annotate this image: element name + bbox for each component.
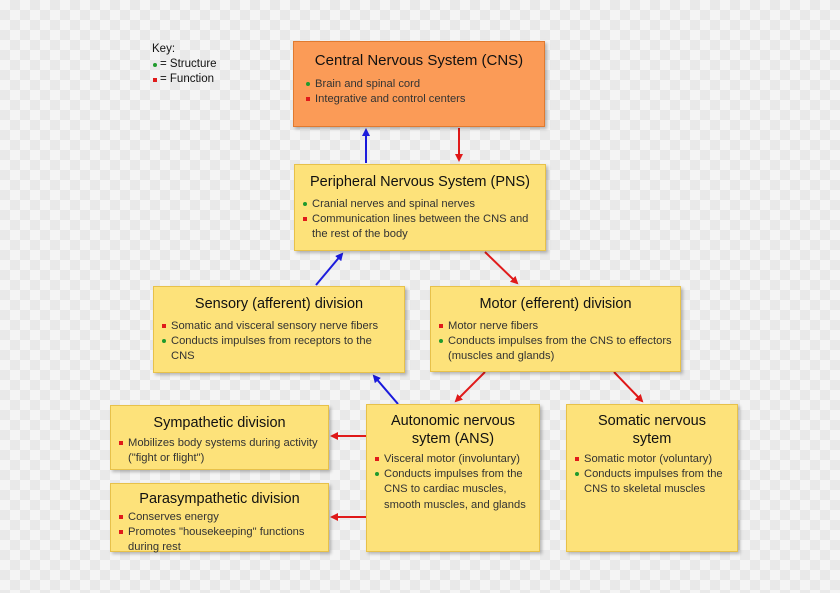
somatic-title: Somatic nervous sytem xyxy=(598,413,706,448)
cns-box: Central Nervous System (CNS) Brain and s… xyxy=(293,41,545,127)
somatic-item: Conducts impulses from the CNS to skelet… xyxy=(575,467,729,497)
motor-title: Motor (efferent) division xyxy=(479,296,632,312)
legend-heading: Key: xyxy=(152,43,176,55)
parasympathetic-title: Parasympathetic division xyxy=(139,491,300,507)
ans-title: Autonomic nervous sytem (ANS) xyxy=(390,413,516,448)
legend-structure: = Structure xyxy=(152,57,217,72)
parasympathetic-item: Conserves energy xyxy=(119,510,320,525)
cns-title: Central Nervous System (CNS) xyxy=(314,52,524,69)
legend-structure-label: = Structure xyxy=(160,57,217,70)
sensory-title: Sensory (afferent) division xyxy=(194,296,364,312)
parasympathetic-division-box: Parasympathetic division Conserves energ… xyxy=(110,483,329,555)
structure-bullet-icon xyxy=(153,62,157,67)
ans-box: Autonomic nervous sytem (ANS) Visceral m… xyxy=(366,404,540,552)
legend: Key: = Structure = Function xyxy=(152,42,217,87)
legend-function-label: = Function xyxy=(160,72,215,85)
motor-item: Conducts impulses from the CNS to effect… xyxy=(439,334,672,364)
arrow-ans-to-sensory xyxy=(372,374,399,405)
cns-item: Integrative and control centers xyxy=(306,92,532,107)
pns-box: Peripheral Nervous System (PNS) Cranial … xyxy=(294,164,546,251)
sympathetic-item: Mobilizes body systems during activity (… xyxy=(119,436,320,466)
arrow-motor-to-ans xyxy=(454,371,486,403)
motor-item: Motor nerve fibers xyxy=(439,319,672,334)
parasympathetic-item: Promotes "housekeeping" functions during… xyxy=(119,525,320,555)
arrow-pns-to-motor xyxy=(484,251,519,285)
sympathetic-division-box: Sympathetic division Mobilizes body syst… xyxy=(110,405,329,470)
arrow-motor-to-somatic xyxy=(613,371,644,403)
somatic-system-box: Somatic nervous sytem Somatic motor (vol… xyxy=(566,404,738,552)
pns-item: Communication lines between the CNS and … xyxy=(303,212,537,242)
somatic-item: Somatic motor (voluntary) xyxy=(575,452,729,467)
motor-division-box: Motor (efferent) division Motor nerve fi… xyxy=(430,286,681,372)
cns-item: Brain and spinal cord xyxy=(306,77,532,92)
ans-item: Visceral motor (involuntary) xyxy=(375,452,531,467)
legend-function: = Function xyxy=(152,72,217,87)
sympathetic-title: Sympathetic division xyxy=(153,415,286,431)
pns-item: Cranial nerves and spinal nerves xyxy=(303,197,537,212)
function-bullet-icon xyxy=(153,77,157,82)
sensory-item: Somatic and visceral sensory nerve fiber… xyxy=(162,319,396,334)
pns-title: Peripheral Nervous System (PNS) xyxy=(310,174,530,190)
arrow-sensory-to-pns xyxy=(315,252,344,286)
sensory-item: Conducts impulses from receptors to the … xyxy=(162,334,396,364)
ans-item: Conducts impulses from the CNS to cardia… xyxy=(375,467,531,512)
sensory-division-box: Sensory (afferent) division Somatic and … xyxy=(153,286,405,373)
